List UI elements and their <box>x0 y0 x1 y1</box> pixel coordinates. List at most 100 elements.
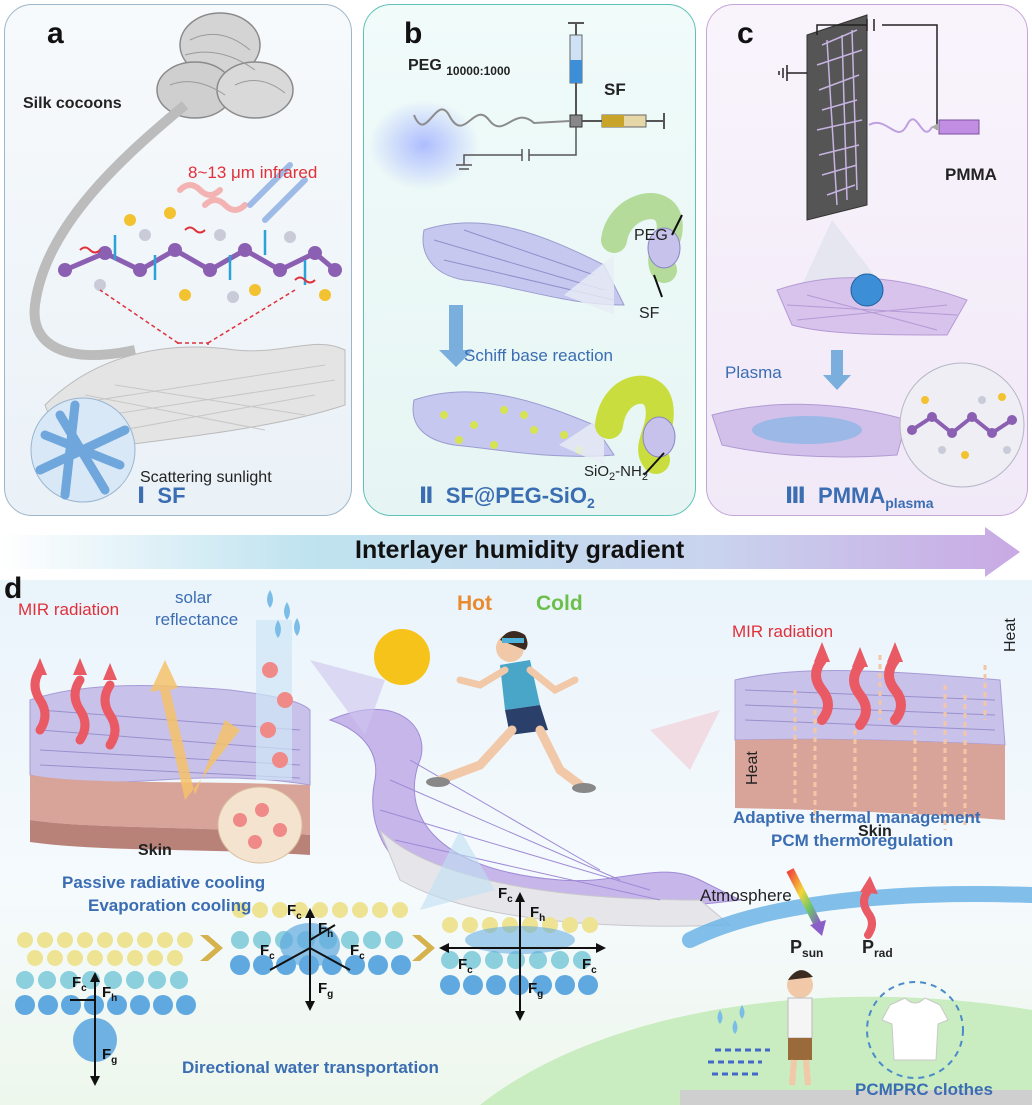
water-droplet <box>850 273 884 307</box>
panel-b-label: b <box>404 17 423 50</box>
solar-reflectance-1: solar <box>175 588 212 607</box>
water-drops <box>267 590 300 638</box>
sunlight-ray <box>786 868 822 927</box>
hot-label: Hot <box>457 592 492 615</box>
collector-fibers <box>816 29 863 206</box>
circuit-c <box>816 19 938 130</box>
water-transport-stage-1 <box>15 932 196 1086</box>
heat-arrows <box>793 655 987 830</box>
panel-d-label: d <box>4 572 23 605</box>
sio2-fiber-mat <box>412 391 615 457</box>
p-sun-label: Psun <box>790 937 824 960</box>
panel-c-caption: Ⅲ PMMAplasma <box>785 483 934 511</box>
caption-roman: Ⅰ <box>137 483 146 508</box>
panel-a-label: a <box>47 17 64 50</box>
sf-molecule-chain <box>58 207 342 303</box>
mir-radiation-left: MIR radiation <box>18 600 120 619</box>
force-fc-2a: Fc <box>287 902 302 922</box>
panel-a: a Silk cocoons 8~13 μm infrared Scatteri… <box>4 4 352 516</box>
ground-c <box>778 65 807 81</box>
p-rad-label: Prad <box>862 937 893 960</box>
panel-a-caption: Ⅰ SF <box>137 483 186 509</box>
panel-c-illustration <box>711 14 1025 488</box>
caption-text: SF <box>157 483 186 508</box>
cold-label: Cold <box>536 592 583 615</box>
water-molecules <box>260 662 293 768</box>
f-main: F <box>72 974 82 991</box>
spinning-jet <box>413 108 571 128</box>
wind-lines <box>708 1048 770 1076</box>
sio2-sub: 2 <box>609 471 616 483</box>
sio2-nh2-label: SiO2-NH2 <box>584 463 648 483</box>
adaptive-line-2: PCM thermoregulation <box>771 831 954 850</box>
scattering-label: Scattering sunlight <box>140 469 272 486</box>
f-main: F <box>260 942 270 959</box>
caption-text: PMMA <box>818 483 886 508</box>
plasma-arrow <box>823 350 851 390</box>
skin-right: Skin <box>858 823 892 840</box>
f-main: F <box>318 920 328 937</box>
force-fc-2b: Fc <box>260 942 275 962</box>
syringe-top <box>568 22 584 120</box>
force-fg-2: Fg <box>318 980 334 1000</box>
f-sub: c <box>507 894 513 905</box>
f-sub: g <box>537 989 544 1000</box>
pmma-syringe <box>931 119 980 135</box>
caption-roman: Ⅲ <box>785 483 806 508</box>
peg-main: PEG <box>408 57 442 74</box>
force-fc-3b: Fc <box>458 956 473 976</box>
sio2-sub2: 2 <box>641 471 648 483</box>
humidity-gradient-arrow <box>0 527 1020 577</box>
radiation-ray <box>860 887 876 939</box>
collector-plate <box>806 14 868 221</box>
pmma-jet <box>868 118 933 133</box>
circuit-b <box>463 127 577 165</box>
f-sub: c <box>296 911 302 922</box>
silk-cocoons-label: Silk cocoons <box>23 95 122 112</box>
solar-reflectance-2: reflectance <box>155 610 239 629</box>
p-sun-sub: sun <box>802 946 824 960</box>
mir-arrows-left <box>30 665 120 750</box>
skin-left: Skin <box>138 842 172 859</box>
peg-arrow-label: PEG <box>634 227 668 244</box>
sio2-main: SiO <box>584 463 610 480</box>
adaptive-line-1: Adaptive thermal management <box>733 808 981 827</box>
infrared-waves <box>177 162 308 223</box>
water-transport-stage-2 <box>230 902 411 1011</box>
f-sub: h <box>111 993 118 1004</box>
heat-left: Heat <box>744 751 761 785</box>
reaction-arrow <box>439 305 473 367</box>
force-fg-3: Fg <box>528 980 544 1000</box>
cooling-line-2: Evaporation cooling <box>88 896 252 915</box>
force-fc-3c: Fc <box>582 956 597 976</box>
force-fh-3: Fh <box>530 904 546 924</box>
stage-arrow-1 <box>200 935 223 961</box>
peg-label: PEG 10000:1000 <box>408 57 510 78</box>
f-sub: c <box>591 965 597 976</box>
f-main: F <box>350 942 360 959</box>
spray-glow <box>369 100 479 190</box>
f-sub: h <box>539 913 546 924</box>
humidity-gradient-label: Interlayer humidity gradient <box>355 536 685 564</box>
p-sun-main: P <box>790 937 803 957</box>
f-main: F <box>458 956 468 973</box>
force-fc-2c: Fc <box>350 942 365 962</box>
f-main: F <box>102 984 112 1001</box>
fabric-ribbon <box>328 708 742 911</box>
panel-b: b PEG 10000:1000 SF PEG SF Schiff base r… <box>363 4 696 516</box>
sio2-rest: -NH <box>615 463 642 480</box>
panel-d: d MIR radiation solar reflectance Skin P… <box>0 572 1032 1105</box>
p-rad-sub: rad <box>874 946 893 960</box>
pmma-label: PMMA <box>945 165 997 184</box>
force-fg-1: Fg <box>102 1046 117 1066</box>
f-main: F <box>102 1046 112 1063</box>
atmosphere-arc <box>682 886 1032 948</box>
sf-label: SF <box>604 80 626 99</box>
force-fh-1: Fh <box>102 984 118 1004</box>
f-sub: g <box>327 989 334 1000</box>
plasma-label: Plasma <box>725 363 782 382</box>
p-rad-main: P <box>862 937 875 957</box>
force-fh-2: Fh <box>318 920 333 940</box>
schiff-label: Schiff base reaction <box>464 346 613 365</box>
fiber-zoom-strands <box>35 400 130 500</box>
